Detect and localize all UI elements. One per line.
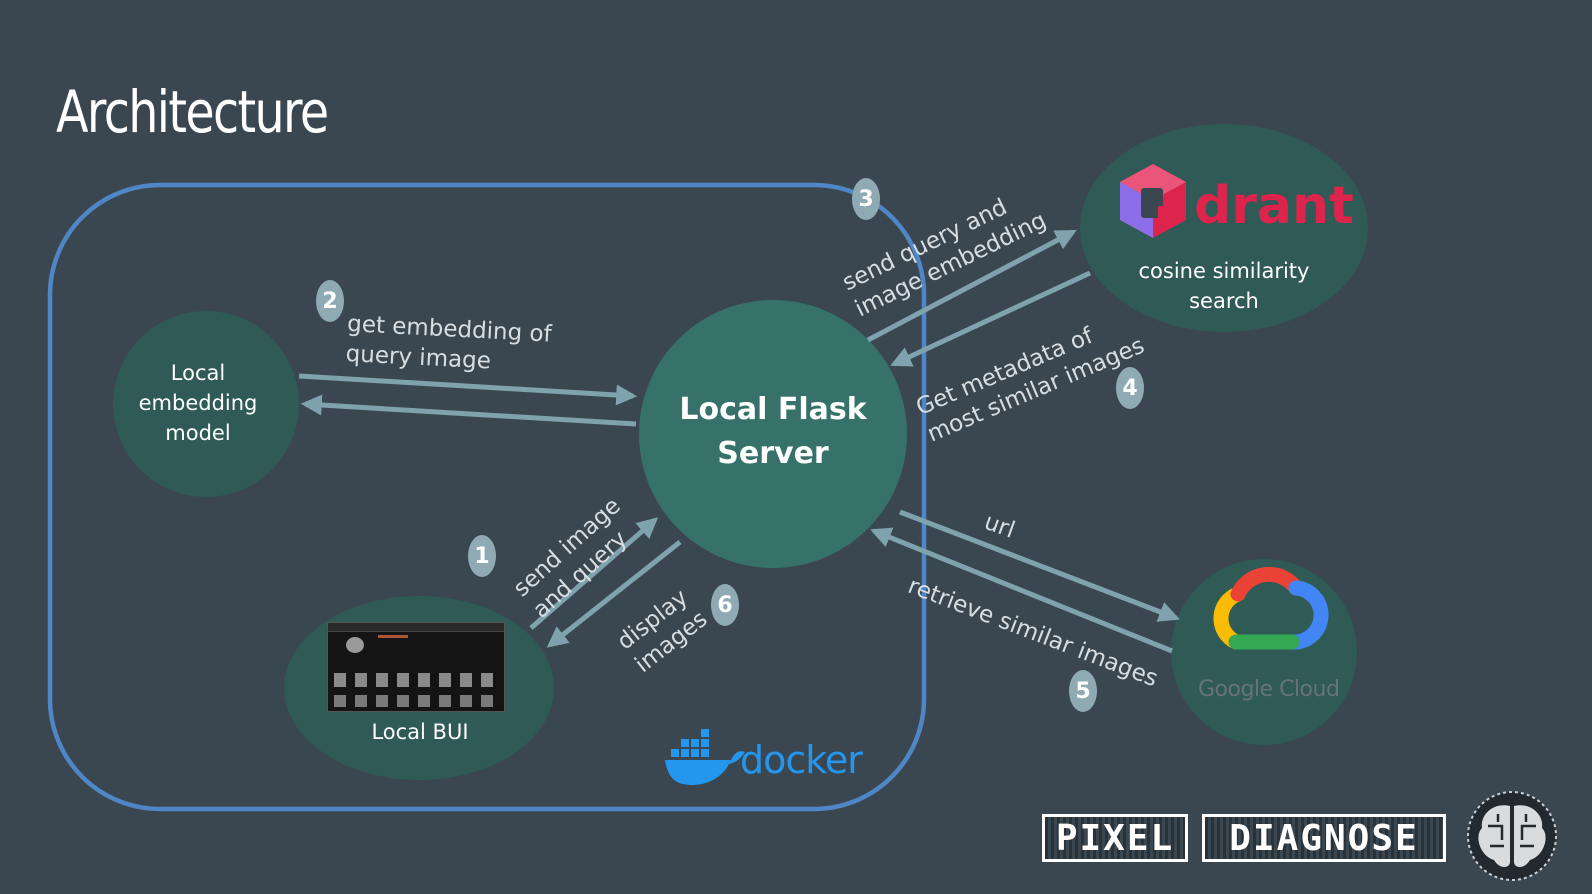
docker-whale-icon bbox=[665, 729, 745, 786]
arrow-flask-to-qdrant bbox=[866, 229, 1077, 343]
google-cloud-logo-text: Google Cloud bbox=[1198, 677, 1340, 702]
qdrant-caption: cosine similarity search bbox=[1138, 259, 1310, 313]
arrow-qdrant-to-flask bbox=[890, 270, 1092, 367]
docker-logo-text: docker bbox=[740, 738, 863, 782]
arrow-embed-request bbox=[298, 373, 638, 406]
edge-label-get-embedding: get embedding of query image bbox=[345, 310, 553, 375]
brain-icon bbox=[1467, 791, 1557, 881]
arrow-embed-response bbox=[300, 394, 637, 427]
local-bui-screenshot bbox=[327, 622, 505, 712]
embedding-model-label: Local embedding model bbox=[138, 361, 258, 445]
google-cloud-node bbox=[1171, 559, 1357, 745]
slide-title: Architecture bbox=[56, 78, 329, 146]
step-badge-5: 5 bbox=[1069, 670, 1097, 712]
qdrant-logo-text: drant bbox=[1194, 176, 1354, 236]
flask-server-label: Local Flask Server bbox=[679, 392, 867, 471]
step-badge-4: 4 bbox=[1116, 367, 1144, 409]
embedding-model-node bbox=[113, 311, 299, 497]
arrow-flask-to-bui bbox=[546, 540, 682, 648]
qdrant-logo-icon bbox=[1120, 164, 1186, 238]
flask-server-node bbox=[639, 300, 907, 568]
brand-word-pixel: PIXEL bbox=[1042, 814, 1188, 862]
step-badge-3: 3 bbox=[852, 178, 880, 220]
arrow-bui-to-flask bbox=[529, 517, 659, 630]
brand-word-diagnose: DIAGNOSE bbox=[1202, 814, 1446, 862]
arrow-gcloud-to-flask bbox=[870, 527, 1173, 654]
step-badge-1: 1 bbox=[468, 535, 496, 577]
step-badge-6: 6 bbox=[711, 584, 739, 626]
step-badge-2: 2 bbox=[316, 280, 344, 322]
google-cloud-logo-icon bbox=[1213, 566, 1329, 650]
arrow-flask-to-gcloud bbox=[899, 509, 1180, 622]
local-bui-caption: Local BUI bbox=[371, 720, 469, 744]
docker-container-boundary bbox=[47, 182, 927, 812]
